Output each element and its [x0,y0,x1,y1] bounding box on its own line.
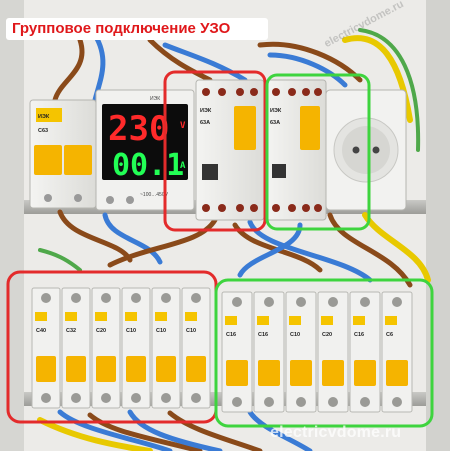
left-breaker-5[interactable]: C10 [151,287,181,409]
left-breaker-5-lever[interactable] [156,356,176,382]
left-breaker-2-lever[interactable] [66,356,86,382]
highlight-group-green [214,278,434,428]
right-breaker-2-lever[interactable] [258,360,280,386]
rcd-2-brand: ИЭК [270,108,282,114]
panel-left-edge [0,0,24,451]
wires-middle [38,209,431,288]
left-breaker-6[interactable]: C10 [181,287,211,409]
voltage-unit: V [180,121,186,131]
right-breaker-4-lever[interactable] [322,360,344,386]
rcd-1[interactable]: ИЭК 63A [195,79,265,221]
right-breaker-2-rating: C16 [258,332,268,338]
rcd-1-lever[interactable] [234,106,256,150]
rcd-2-test-button[interactable] [272,164,286,178]
left-breaker-1-rating: C40 [36,328,46,334]
right-breaker-5[interactable]: C16 [349,291,381,413]
left-breaker-6-rating: C10 [186,328,196,334]
right-breaker-1-lever[interactable] [226,360,248,386]
voltage-readout: 230 [108,109,169,149]
volt-ammeter: 230 V 00.1 A ИЭК ~100…450V [95,89,195,211]
meter-brand: ИЭК [150,96,160,102]
rcd-1-test-button[interactable] [202,164,218,180]
watermark-bottom: electricvdome.ru [270,424,402,441]
left-breaker-2[interactable]: C32 [61,287,91,409]
left-breaker-4-lever[interactable] [126,356,146,382]
main-breaker-lever-1[interactable] [34,145,62,175]
left-breaker-2-rating: C32 [66,328,76,334]
right-breaker-2[interactable]: C16 [253,291,285,413]
right-breaker-4[interactable]: C20 [317,291,349,413]
current-unit: A [180,161,186,171]
main-breaker-c63[interactable]: ИЭК C63 [29,99,97,209]
main-breaker-brand: ИЭК [38,114,50,120]
left-breaker-3-lever[interactable] [96,356,116,382]
right-breaker-4-rating: C20 [322,332,332,338]
rcd-1-rating: 63A [200,120,210,126]
rcd-2-rating: 63A [270,120,280,126]
left-breaker-1-lever[interactable] [36,356,56,382]
right-breaker-6-rating: C6 [386,332,393,338]
breaker-group-right: C16 C16 C10 C20 C16 C6 [221,291,413,413]
main-breaker-lever-2[interactable] [64,145,92,175]
right-breaker-3[interactable]: C10 [285,291,317,413]
wires-bottom [37,409,313,451]
left-breaker-6-lever[interactable] [186,356,206,382]
right-breaker-1-rating: C16 [226,332,236,338]
right-breaker-6[interactable]: C6 [381,291,413,413]
din-socket [325,89,407,211]
meter-range: ~100…450V [140,192,169,198]
main-breaker-rating: C63 [38,128,48,134]
left-breaker-3-rating: C20 [96,328,106,334]
panel-right-edge [426,0,450,451]
breaker-group-left: C40 C32 C20 C10 C10 C10 [31,287,211,409]
left-breaker-1[interactable]: C40 [31,287,61,409]
rcd-2-lever[interactable] [300,106,320,150]
rcd-2[interactable]: ИЭК 63A [265,79,327,221]
right-breaker-5-lever[interactable] [354,360,376,386]
rcd-1-brand: ИЭК [200,108,212,114]
right-breaker-6-lever[interactable] [386,360,408,386]
right-breaker-3-rating: C10 [290,332,300,338]
right-breaker-3-lever[interactable] [290,360,312,386]
right-breaker-1[interactable]: C16 [221,291,253,413]
left-breaker-4[interactable]: C10 [121,287,151,409]
left-breaker-3[interactable]: C20 [91,287,121,409]
highlight-rcd-red [163,70,267,232]
title-label: Групповое подключение УЗО [6,18,268,40]
current-readout: 00.1 [112,148,184,183]
left-breaker-4-rating: C10 [126,328,136,334]
highlight-rcd-green [265,73,371,231]
right-breaker-5-rating: C16 [354,332,364,338]
left-breaker-5-rating: C10 [156,328,166,334]
